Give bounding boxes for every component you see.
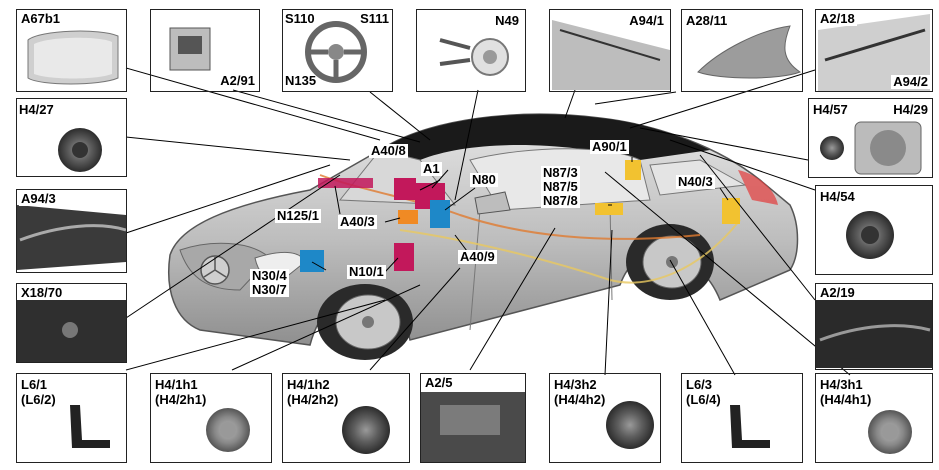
label-h4-3h1: H4/3h1 bbox=[820, 377, 863, 392]
box-h4-57-h4-29: H4/57 H4/29 bbox=[808, 98, 933, 178]
n125-1-block bbox=[318, 178, 373, 188]
label-a2-19: A2/19 bbox=[818, 285, 857, 300]
label-h4-2h1: (H4/2h1) bbox=[155, 392, 207, 407]
box-h4-3h1: H4/3h1 (H4/4h1) bbox=[815, 373, 933, 463]
a40-8-block bbox=[394, 178, 416, 200]
label-l6-2: (L6/2) bbox=[21, 392, 56, 407]
n87-block bbox=[595, 203, 623, 215]
box-steering: S110 S111 N135 bbox=[282, 9, 393, 92]
callout-n40-3: N40/3 bbox=[676, 174, 715, 189]
callout-n30-4: N30/4 bbox=[250, 268, 289, 283]
callout-a40-3: A40/3 bbox=[338, 214, 377, 229]
label-a28-11: A28/11 bbox=[686, 13, 728, 28]
callout-a90-1: A90/1 bbox=[590, 139, 629, 154]
callout-a40-8: A40/8 bbox=[369, 143, 408, 158]
label-h4-1h1: H4/1h1 bbox=[155, 377, 198, 392]
box-l6-1: L6/1 (L6/2) bbox=[16, 373, 127, 463]
component-blocks bbox=[300, 160, 740, 272]
callout-n10-1: N10/1 bbox=[347, 264, 386, 279]
label-h4-3h2: H4/3h2 bbox=[554, 377, 597, 392]
label-h4-27: H4/27 bbox=[19, 102, 54, 117]
box-a28-11: A28/11 bbox=[681, 9, 803, 92]
label-h4-4h2: (H4/4h2) bbox=[554, 392, 606, 407]
box-h4-3h2: H4/3h2 (H4/4h2) bbox=[549, 373, 661, 463]
label-a2-91: A2/91 bbox=[220, 73, 255, 88]
box-a2-19: A2/19 bbox=[815, 283, 933, 370]
box-l6-3: L6/3 (L6/4) bbox=[681, 373, 803, 463]
leader-lines bbox=[125, 67, 851, 376]
label-s110: S110 bbox=[285, 11, 315, 26]
label-n135: N135 bbox=[285, 73, 317, 88]
callout-n30-7: N30/7 bbox=[250, 282, 289, 297]
box-a2-91: A2/91 bbox=[150, 9, 260, 92]
callout-a1: A1 bbox=[421, 161, 442, 176]
box-h4-1h2: H4/1h2 (H4/2h2) bbox=[282, 373, 410, 463]
box-a94-3: A94/3 bbox=[16, 189, 127, 273]
a40-3-block bbox=[398, 210, 418, 224]
callout-a40-9: A40/9 bbox=[458, 249, 497, 264]
box-a2-18: A2/18 A94/2 bbox=[815, 9, 933, 92]
n80-block bbox=[430, 200, 450, 228]
callout-n125-1: N125/1 bbox=[275, 208, 321, 223]
box-h4-1h1: H4/1h1 (H4/2h1) bbox=[150, 373, 272, 463]
a90-1-block bbox=[625, 160, 641, 180]
label-a94-3: A94/3 bbox=[19, 191, 58, 206]
callout-n87-5: N87/5 bbox=[541, 179, 580, 194]
label-h4-29: H4/29 bbox=[893, 102, 928, 117]
label-a2-18: A2/18 bbox=[818, 11, 857, 26]
label-a2-5: A2/5 bbox=[423, 375, 455, 390]
n40-3-block bbox=[722, 198, 740, 224]
label-h4-4h1: (H4/4h1) bbox=[820, 392, 872, 407]
label-s111: S111 bbox=[360, 11, 389, 26]
box-x18-70: X18/70 bbox=[16, 283, 127, 363]
n30-block bbox=[300, 250, 324, 272]
label-l6-4: (L6/4) bbox=[686, 392, 721, 407]
label-l6-3: L6/3 bbox=[686, 377, 713, 392]
box-n49: N49 bbox=[416, 9, 526, 92]
callout-n80: N80 bbox=[470, 172, 498, 187]
callout-n87-8: N87/8 bbox=[541, 193, 580, 208]
label-h4-1h2: H4/1h2 bbox=[287, 377, 330, 392]
box-h4-27: H4/27 bbox=[16, 98, 127, 177]
label-x18-70: X18/70 bbox=[19, 285, 65, 300]
label-n49: N49 bbox=[495, 13, 519, 28]
label-a94-1: A94/1 bbox=[627, 13, 666, 28]
label-l6-1: L6/1 bbox=[21, 377, 48, 392]
box-a94-1: A94/1 bbox=[549, 9, 671, 92]
label-h4-57: H4/57 bbox=[813, 102, 848, 117]
box-h4-54: H4/54 bbox=[815, 185, 933, 275]
thumb-art bbox=[17, 14, 932, 462]
n10-1-block bbox=[394, 243, 414, 271]
label-a94-2: A94/2 bbox=[891, 74, 930, 89]
label-a67b1: A67b1 bbox=[19, 11, 63, 26]
label-h4-54: H4/54 bbox=[820, 189, 855, 204]
callout-n87-3: N87/3 bbox=[541, 165, 580, 180]
label-h4-2h2: (H4/2h2) bbox=[287, 392, 339, 407]
box-a67b1: A67b1 bbox=[16, 9, 127, 92]
box-a2-5: A2/5 bbox=[420, 373, 526, 463]
